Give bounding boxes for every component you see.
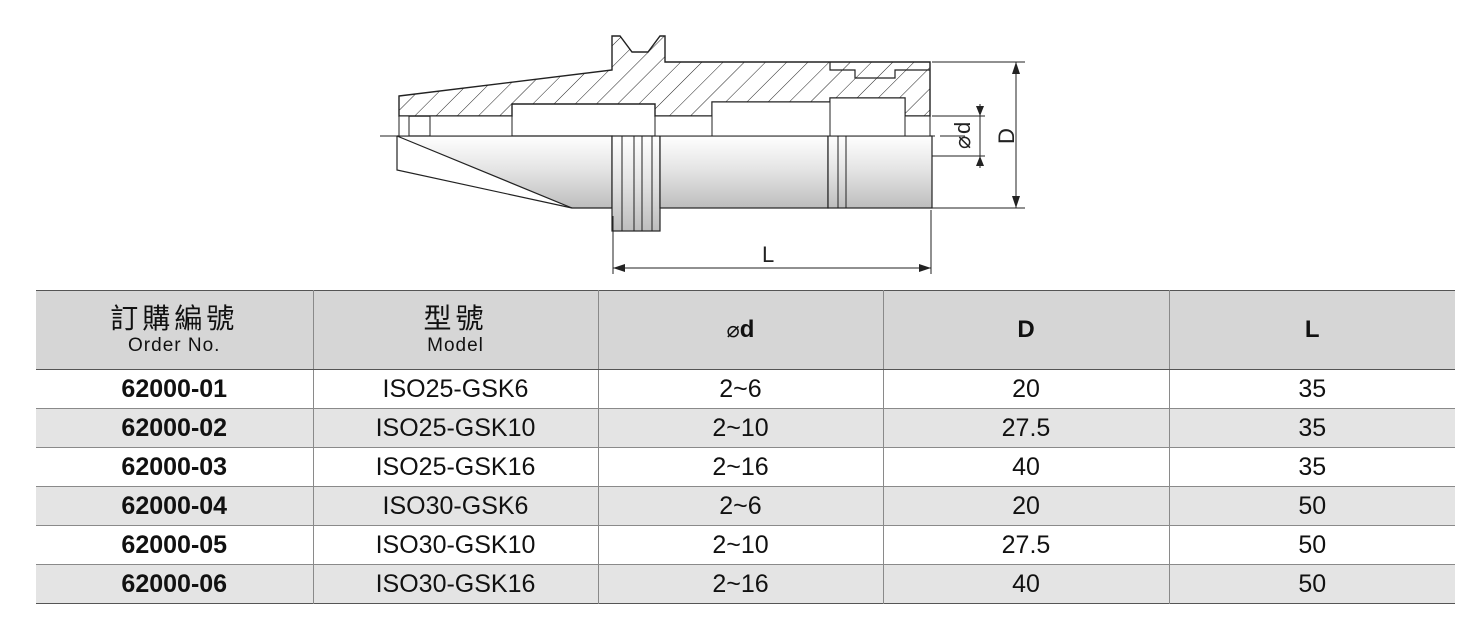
table-row: 62000-04 ISO30-GSK6 2~6 20 50 <box>36 486 1455 526</box>
header-D: D <box>882 290 1169 370</box>
table-row: 62000-01 ISO25-GSK6 2~6 20 35 <box>36 369 1455 409</box>
cell-model: ISO30-GSK16 <box>312 564 598 604</box>
dimension-d: ⌀ d <box>932 104 985 168</box>
cell-D: 27.5 <box>882 525 1169 565</box>
dimension-D: D <box>932 61 1025 209</box>
cell-L: 50 <box>1168 564 1455 604</box>
cell-d: 2~6 <box>597 369 883 409</box>
cell-d: 2~6 <box>597 486 883 526</box>
header-d-label: d <box>739 316 755 343</box>
cell-D: 40 <box>882 447 1169 487</box>
cell-order-no: 62000-02 <box>36 408 313 448</box>
cell-L: 50 <box>1168 486 1455 526</box>
tool-holder-drawing: ⌀ d D L <box>380 35 1025 274</box>
dimension-D-label: D <box>994 128 1019 144</box>
diameter-symbol: ⌀ <box>726 318 740 343</box>
header-order-no-en: Order No. <box>128 335 221 356</box>
cell-d: 2~10 <box>597 525 883 565</box>
cell-model: ISO25-GSK10 <box>312 408 598 448</box>
cell-order-no: 62000-03 <box>36 447 313 487</box>
spec-table: 訂購編號 Order No. 型號 Model ⌀d D L 62000-01 … <box>36 290 1455 604</box>
holder-lower-body <box>396 135 933 232</box>
cell-model: ISO25-GSK16 <box>312 447 598 487</box>
cell-d: 2~16 <box>597 564 883 604</box>
cell-model: ISO25-GSK6 <box>312 369 598 409</box>
cell-D: 27.5 <box>882 408 1169 448</box>
header-model-zh: 型號 <box>423 302 488 335</box>
cell-L: 35 <box>1168 369 1455 409</box>
cell-D: 40 <box>882 564 1169 604</box>
dimension-d-label: d <box>950 122 975 134</box>
header-L: L <box>1168 290 1455 370</box>
cell-d: 2~10 <box>597 408 883 448</box>
header-model: 型號 Model <box>312 290 598 370</box>
cell-L: 35 <box>1168 408 1455 448</box>
dimension-L-label: L <box>762 242 774 267</box>
cell-order-no: 62000-01 <box>36 369 313 409</box>
cell-model: ISO30-GSK10 <box>312 525 598 565</box>
table-row: 62000-02 ISO25-GSK10 2~10 27.5 35 <box>36 408 1455 448</box>
table-row: 62000-05 ISO30-GSK10 2~10 27.5 50 <box>36 525 1455 565</box>
header-order-no-zh: 訂購編號 <box>110 302 239 335</box>
cell-d: 2~16 <box>597 447 883 487</box>
cell-L: 50 <box>1168 525 1455 565</box>
cell-L: 35 <box>1168 447 1455 487</box>
table-row: 62000-03 ISO25-GSK16 2~16 40 35 <box>36 447 1455 487</box>
cell-order-no: 62000-06 <box>36 564 313 604</box>
header-model-en: Model <box>427 335 484 356</box>
cell-D: 20 <box>882 486 1169 526</box>
header-L-label: L <box>1304 316 1320 343</box>
dimension-d-symbol: ⌀ <box>951 136 976 149</box>
header-d: ⌀d <box>597 290 883 370</box>
table-header-row: 訂購編號 Order No. 型號 Model ⌀d D L <box>36 290 1455 370</box>
dimension-L: L <box>612 210 932 274</box>
cell-order-no: 62000-04 <box>36 486 313 526</box>
header-order-no: 訂購編號 Order No. <box>36 290 313 370</box>
header-D-label: D <box>1017 316 1035 343</box>
table-row: 62000-06 ISO30-GSK16 2~16 40 50 <box>36 564 1455 604</box>
cell-order-no: 62000-05 <box>36 525 313 565</box>
holder-section-hatched <box>398 35 931 137</box>
cell-D: 20 <box>882 369 1169 409</box>
cell-model: ISO30-GSK6 <box>312 486 598 526</box>
